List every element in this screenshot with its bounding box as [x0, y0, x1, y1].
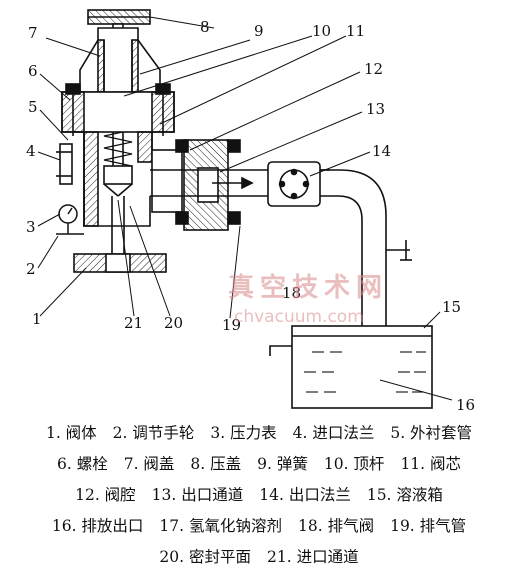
legend-line: 6. 螺栓 7. 阀盖 8. 压盖 9. 弹簧 10. 顶杆 11. 阀芯 — [0, 449, 518, 480]
label-14: 14 — [372, 142, 391, 160]
legend-item: 4. 进口法兰 — [292, 424, 375, 442]
pressure-gauge — [56, 204, 84, 235]
label-15: 15 — [442, 298, 461, 316]
watermark: 真空技术网 chvacuum.com — [228, 272, 388, 327]
legend-item: 5. 外衬套管 — [390, 424, 473, 442]
legend-line: 1. 阀体 2. 调节手轮 3. 压力表 4. 进口法兰 5. 外衬套管 — [0, 418, 518, 449]
legend-item: 18. 排气阀 — [298, 517, 375, 535]
bonnet — [79, 27, 161, 93]
label-5: 5 — [28, 98, 38, 116]
label-21: 21 — [124, 314, 143, 332]
legend-item: 9. 弹簧 — [257, 455, 308, 473]
legend-line: 20. 密封平面 21. 进口通道 — [0, 542, 518, 573]
legend-item: 1. 阀体 — [45, 424, 97, 442]
legend-item: 2. 调节手轮 — [112, 424, 195, 442]
label-9: 9 — [254, 22, 264, 40]
label-7: 7 — [28, 24, 38, 42]
legend-item: 21. 进口通道 — [267, 548, 359, 566]
label-18: 18 — [282, 284, 301, 302]
label-20: 20 — [164, 314, 183, 332]
part-number-labels: 7 8 9 10 11 6 12 5 13 4 14 3 2 1 21 20 1… — [26, 18, 475, 414]
legend-item: 12. 阀腔 — [75, 486, 136, 504]
valve-diagram: 7 8 9 10 11 6 12 5 13 4 14 3 2 1 21 20 1… — [26, 9, 475, 414]
label-11: 11 — [346, 22, 365, 40]
legend-item: 20. 密封平面 — [159, 548, 251, 566]
watermark-url: chvacuum.com — [234, 307, 364, 327]
solution-tank — [269, 325, 433, 409]
label-8: 8 — [200, 18, 210, 36]
legend-item: 15. 溶液箱 — [366, 486, 443, 504]
inlet-flange — [59, 143, 73, 185]
legend-item: 3. 压力表 — [210, 424, 277, 442]
parts-legend: 1. 阀体 2. 调节手轮 3. 压力表 4. 进口法兰 5. 外衬套管 6. 螺栓 7. … — [0, 418, 518, 576]
legend-item: 19. 排气管 — [390, 517, 467, 535]
label-12: 12 — [364, 60, 383, 78]
legend-item: 10. 顶杆 — [323, 455, 385, 473]
legend-line: 16. 排放出口 17. 氢氧化钠溶剂 18. 排气阀 19. 排气管 — [0, 511, 518, 542]
legend-item: 11. 阀芯 — [400, 455, 462, 473]
label-13: 13 — [366, 100, 385, 118]
outlet-flange — [267, 161, 321, 207]
label-3: 3 — [26, 218, 36, 236]
label-16: 16 — [456, 396, 475, 414]
legend-item: 7. 阀盖 — [123, 455, 175, 473]
legend-item: 13. 出口通道 — [151, 486, 244, 504]
label-1: 1 — [32, 310, 42, 328]
legend-item: 17. 氢氧化钠溶剂 — [159, 517, 282, 535]
legend-item: 8. 压盖 — [190, 455, 242, 473]
label-19: 19 — [222, 316, 241, 334]
legend-line: 12. 阀腔 13. 出口通道 14. 出口法兰 15. 溶液箱 — [0, 480, 518, 511]
label-6: 6 — [28, 62, 38, 80]
legend-item: 14. 出口法兰 — [259, 486, 351, 504]
outlet-section — [150, 139, 330, 231]
valve-body — [56, 9, 175, 273]
valve-core — [103, 165, 133, 185]
label-2: 2 — [26, 260, 36, 278]
watermark-title: 真空技术网 — [228, 272, 388, 303]
legend-item: 6. 螺栓 — [56, 455, 108, 473]
label-4: 4 — [26, 142, 36, 160]
label-10: 10 — [312, 22, 331, 40]
drain-outlet — [269, 345, 292, 356]
leader-lines — [37, 16, 453, 401]
legend-item: 16. 排放出口 — [51, 517, 144, 535]
